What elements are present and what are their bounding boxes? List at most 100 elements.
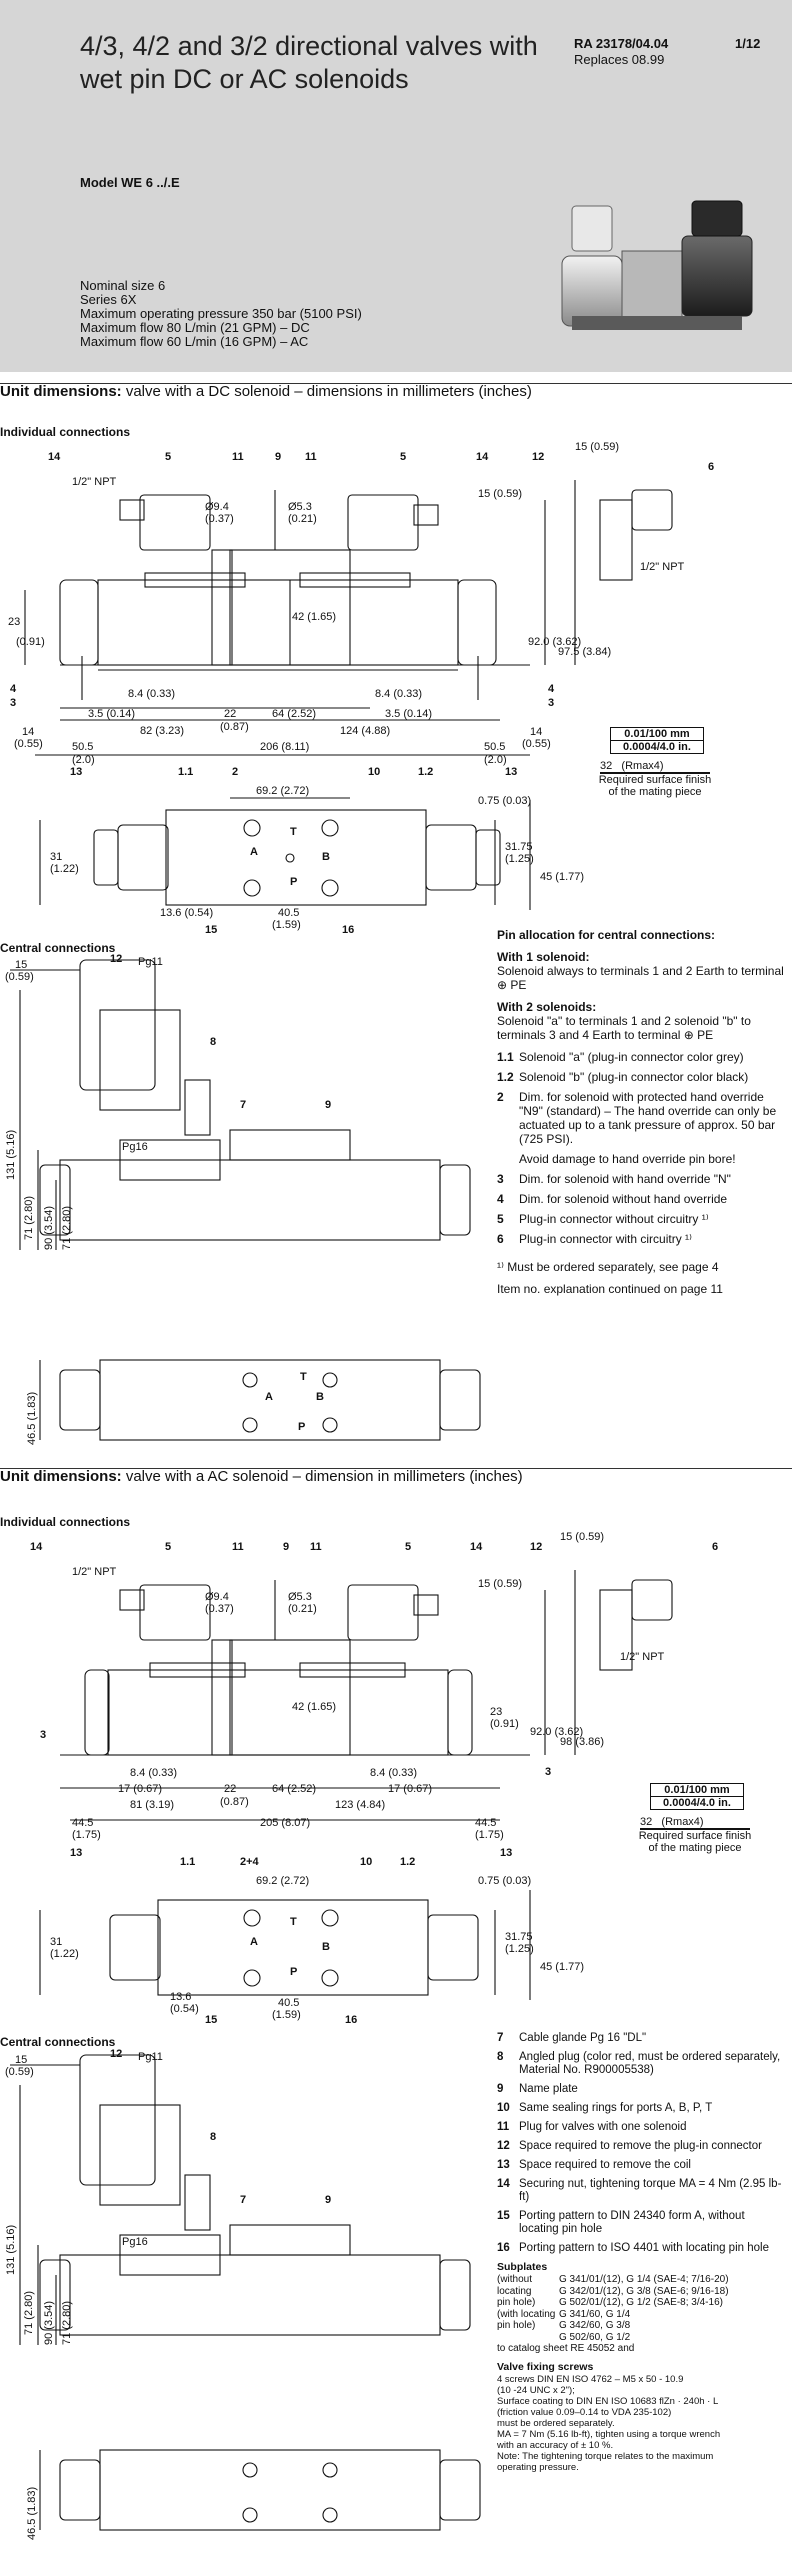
- ac-drawing: 14 5 11 9 11 5 14 12 6 3 3 13 13 1.1 2+4…: [30, 1531, 718, 2026]
- dim-82: 82 (3.23): [140, 725, 184, 737]
- finish-value: 32: [640, 1816, 653, 1828]
- dim-23: 23: [8, 616, 20, 628]
- dim-pg11: Pg11: [138, 2051, 163, 2063]
- dim-84a: 8.4 (0.33): [130, 1767, 177, 1779]
- spec-list: Nominal size 6 Series 6X Maximum operati…: [80, 279, 362, 349]
- callout-5: 5: [165, 451, 171, 463]
- callout-14: 14: [470, 1541, 483, 1553]
- dim-15ci: (0.59): [5, 971, 34, 983]
- port-t: T: [290, 826, 297, 838]
- dim-31i: (1.22): [50, 1948, 79, 1960]
- finish-rmax: (Rmax4): [621, 760, 664, 772]
- dim-84b: 8.4 (0.33): [370, 1767, 417, 1779]
- dim-d53i: (0.21): [288, 1603, 317, 1615]
- legend-item: Avoid damage to hand override pin bore!: [519, 1152, 736, 1166]
- spec-line: Nominal size 6: [80, 278, 166, 293]
- dim-22i: (0.87): [220, 1796, 249, 1808]
- dim-pg16: Pg16: [122, 2236, 148, 2248]
- heading-bold: Unit dimensions:: [0, 1468, 122, 1485]
- callout-12: 12: [110, 953, 122, 965]
- dim-90: 90 (3.54): [43, 1206, 55, 1250]
- ac-section-heading: Unit dimensions: valve with a AC solenoi…: [0, 1468, 523, 1485]
- dim-206: 206 (8.11): [260, 741, 309, 753]
- dim-31: 31: [50, 851, 62, 863]
- dim-505a: 50.5: [72, 741, 93, 753]
- port-p: P: [290, 876, 297, 888]
- callout-8: 8: [210, 1036, 216, 1048]
- dim-15a: 15 (0.59): [575, 441, 619, 453]
- dim-3175i: (1.25): [505, 1943, 534, 1955]
- port-t: T: [290, 1916, 297, 1928]
- subplates-title: Subplates: [497, 2261, 548, 2273]
- dim-131: 131 (5.16): [5, 1130, 17, 1180]
- port-b: B: [316, 1391, 324, 1403]
- dim-d53: Ø5.3: [288, 1591, 312, 1603]
- dim-92: 92.0 (3.62): [528, 636, 581, 648]
- callout-16: 16: [342, 924, 354, 936]
- pin-s2: With 2 solenoids:: [497, 1000, 597, 1014]
- pin-s1t: Solenoid always to terminals 1 and 2 Ear…: [497, 964, 784, 992]
- spec-line: Maximum flow 60 L/min (16 GPM) – AC: [80, 334, 309, 349]
- callout-11: 11: [232, 1541, 244, 1553]
- port-t: T: [300, 1371, 307, 1383]
- dim-15b: 15 (0.59): [478, 1578, 522, 1590]
- pin-s1: With 1 solenoid:: [497, 950, 590, 964]
- dim-14bi: (0.55): [522, 738, 551, 750]
- dim-22i: (0.87): [220, 721, 249, 733]
- port-a: A: [250, 846, 258, 858]
- callout-3: 3: [548, 697, 554, 709]
- dim-23: 23: [490, 1706, 502, 1718]
- callout-1.1: 1.1: [180, 1856, 195, 1868]
- ac-individual-label: Individual connections: [0, 1515, 131, 1529]
- callout-4: 4: [10, 683, 17, 695]
- callout-7: 7: [240, 2194, 246, 2206]
- dim-42: 42 (1.65): [292, 1701, 336, 1713]
- screws-title: Valve fixing screws: [497, 2360, 594, 2373]
- spec-line: Maximum operating pressure 350 bar (5100…: [80, 306, 362, 321]
- heading-rest: valve with a DC solenoid – dimensions in…: [121, 383, 532, 400]
- callout-3: 3: [10, 697, 16, 709]
- callout-13: 13: [70, 1847, 82, 1859]
- dim-pg11: Pg11: [138, 956, 163, 968]
- finish-caption2: of the mating piece: [648, 1842, 742, 1854]
- dim-465: 46.5 (1.83): [26, 1392, 38, 1445]
- dim-92: 92.0 (3.62): [530, 1726, 583, 1738]
- valve-body: [97, 579, 459, 666]
- pin-title: Pin allocation for central connections:: [497, 928, 716, 942]
- dim-81: 81 (3.19): [130, 1799, 174, 1811]
- dim-465: 46.5 (1.83): [26, 2487, 38, 2540]
- dim-075: 0.75 (0.03): [478, 1875, 531, 1887]
- callout-10: 10: [360, 1856, 372, 1868]
- finish-line2: 0.0004/4.0 in.: [651, 1796, 743, 1809]
- dc-section-heading: Unit dimensions: valve with a DC solenoi…: [0, 383, 532, 400]
- dim-npt-2: 1/2" NPT: [620, 1651, 665, 1663]
- callout-3: 3: [545, 1766, 551, 1778]
- dim-14ai: (0.55): [14, 738, 43, 750]
- callout-5: 5: [165, 1541, 171, 1553]
- model-name: Model WE 6 ../.E: [80, 175, 180, 190]
- replaces-note: Replaces 08.99: [574, 52, 665, 67]
- dim-d53: Ø5.3: [288, 501, 312, 513]
- footnote-1: ¹⁾ Must be ordered separately, see page …: [497, 1260, 719, 1274]
- callout-9: 9: [283, 1541, 289, 1553]
- callout-11: 11: [305, 451, 317, 463]
- screws-text: 4 screws DIN EN ISO 4762 – M5 x 50 - 10.…: [497, 2373, 721, 2473]
- callout-14: 14: [48, 451, 61, 463]
- dim-45: 45 (1.77): [540, 871, 584, 883]
- dim-505ai: (2.0): [72, 754, 95, 766]
- dim-405: 40.5: [278, 1997, 299, 2009]
- dim-14a: 14: [22, 726, 34, 738]
- pin-s2t: Solenoid "a" to terminals 1 and 2 soleno…: [497, 1014, 751, 1042]
- dim-123: 123 (4.84): [335, 1799, 385, 1811]
- port-b: B: [322, 1941, 330, 1953]
- divider: [0, 383, 792, 384]
- pin-allocation: Pin allocation for central connections: …: [497, 928, 787, 1304]
- heading-rest: valve with a AC solenoid – dimension in …: [121, 1468, 523, 1485]
- dim-64: 64 (2.52): [272, 708, 316, 720]
